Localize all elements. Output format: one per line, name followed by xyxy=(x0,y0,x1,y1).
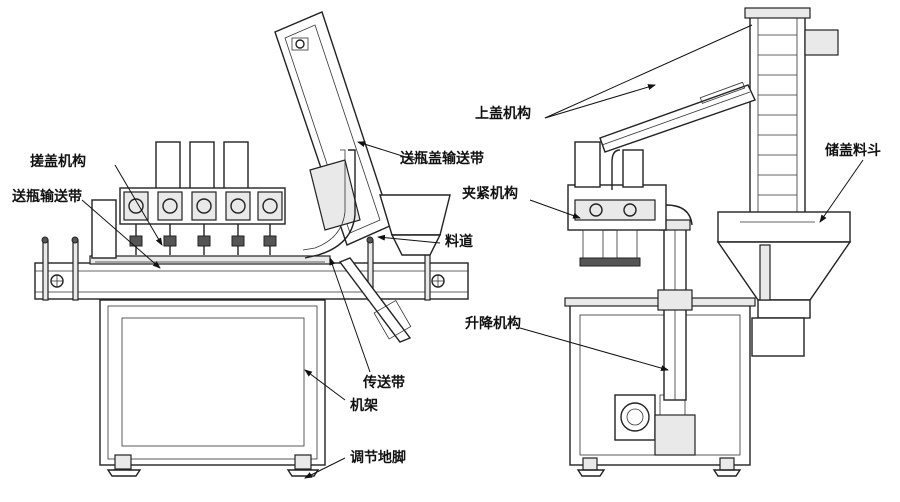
label-song-ping-gai-shu-song-dai: 送瓶盖输送带 xyxy=(399,150,484,167)
right-clamp-mechanism xyxy=(567,141,693,267)
leader-lines xyxy=(81,24,864,479)
right-motor xyxy=(614,394,696,456)
label-tiao-jie-di-jiao: 调节地脚 xyxy=(350,449,406,466)
right-view xyxy=(564,7,852,477)
label-chu-gai-liao-dou: 储盖料斗 xyxy=(824,142,881,159)
right-cap-elevator xyxy=(744,7,839,216)
left-frame xyxy=(99,299,326,477)
label-ji-jia: 机架 xyxy=(350,397,378,414)
left-inclined-feeder xyxy=(274,11,393,246)
left-bottles xyxy=(91,141,249,259)
label-chuan-song-dai: 传送带 xyxy=(362,374,405,391)
left-guide-posts xyxy=(41,236,431,301)
left-transfer-belt xyxy=(338,257,412,343)
left-capping-heads xyxy=(119,187,286,255)
label-sheng-jiang: 升降机构 xyxy=(465,315,521,332)
left-cap-hopper xyxy=(379,194,451,256)
label-jia-jin: 夹紧机构 xyxy=(462,185,518,202)
label-liao-dao: 料道 xyxy=(445,233,473,250)
left-cap-chute xyxy=(302,149,356,259)
left-view xyxy=(34,11,469,477)
right-lifting-column xyxy=(657,219,693,401)
label-shang-gai: 上盖机构 xyxy=(475,105,531,122)
right-storage-hopper xyxy=(716,211,852,357)
label-song-ping-shu-song-dai: 送瓶输送带 xyxy=(11,188,82,205)
left-table-top xyxy=(34,255,469,300)
labels: 搓盖机构 送瓶输送带 送瓶盖输送带 料道 传送带 机架 调节地脚 上盖机构 储盖… xyxy=(11,105,881,466)
label-cuo-gai: 搓盖机构 xyxy=(30,153,86,170)
right-cap-chute xyxy=(599,81,756,190)
